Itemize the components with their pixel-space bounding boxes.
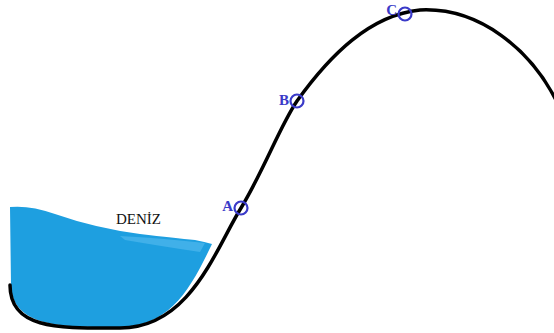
terrain-curve	[10, 10, 554, 328]
point-marker	[291, 95, 304, 108]
point-marker	[399, 8, 412, 21]
point-label: B	[279, 93, 289, 108]
point-label: C	[386, 3, 397, 18]
sea-label: DENİZ	[116, 212, 161, 227]
sea-water	[10, 207, 212, 328]
point-label: A	[222, 199, 233, 214]
sea-highlight	[120, 236, 205, 252]
point-marker	[235, 202, 248, 215]
